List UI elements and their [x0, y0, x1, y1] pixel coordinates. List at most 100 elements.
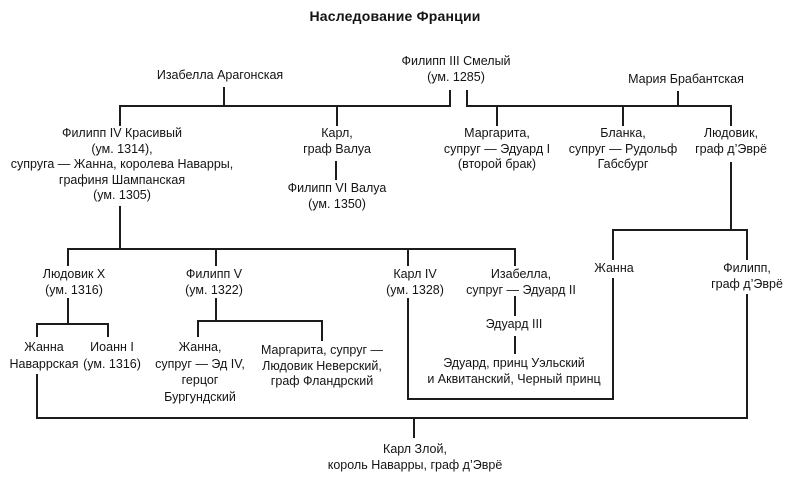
label-line: супруг — Эдуард II — [466, 282, 576, 297]
label-line: (ум. 1285) — [427, 70, 485, 84]
edge-margarita-drop — [496, 105, 498, 126]
label-line: граф д’Эврё — [711, 276, 783, 291]
node-philip-v: Филипп V(ум. 1322) — [185, 267, 243, 298]
label-line: (ум. 1350) — [308, 196, 366, 211]
edge-blanka-drop — [622, 105, 624, 126]
label-line: Карл Злой, — [383, 442, 447, 456]
label-line: Бланка, — [600, 126, 646, 140]
edge-karl4-down — [407, 298, 409, 400]
edge-evreux-children-bar — [612, 229, 748, 231]
label-line: Эдуард III — [485, 317, 543, 331]
edge-philip4-children-bar — [67, 248, 516, 250]
label-line: Изабелла Арагонская — [156, 68, 284, 82]
edge-karl-to-philip6 — [335, 161, 337, 180]
edge-zhanna-evreux-down — [612, 278, 614, 400]
edge-bar4a-drop-zhanna-nav — [36, 323, 38, 337]
edge-bar4a-drop-ioann — [107, 323, 109, 337]
edge-izabella-to-eduard3 — [514, 296, 516, 316]
node-philip-iv: Филипп IV Красивый(ум. 1314),супруга — Ж… — [11, 126, 234, 204]
label-line: Изабелла, — [490, 267, 552, 281]
edge-ludovik10-children-bar — [36, 323, 109, 325]
label-line: Людовик, — [703, 126, 759, 140]
edge-karl4-zhanna-marriage-bar — [407, 398, 614, 400]
label-line: Жанна, — [178, 340, 222, 354]
label-line: Маргарита, супруг — — [261, 343, 383, 357]
label-line: (ум. 1316) — [83, 356, 141, 371]
label-line: (ум. 1305) — [93, 188, 151, 202]
edge-bar3-drop-ludovik10 — [67, 248, 69, 266]
diagram-title: Наследование Франции — [309, 8, 481, 24]
node-philip-evreux: Филипп,граф д’Эврё — [711, 261, 783, 292]
label-line: супруга — Жанна, королева Наварры, — [10, 157, 234, 171]
label-line: (ум. 1316) — [45, 282, 103, 297]
node-karl-valois: Карл,граф Валуа — [303, 126, 371, 157]
label-line: супруг — Эдуард I — [443, 141, 551, 156]
edge-ludovik-evreux-drop — [730, 105, 732, 126]
label-line: герцог — [181, 373, 219, 387]
edge-bar3-drop-philip5 — [215, 248, 217, 266]
label-line: (ум. 1328) — [386, 282, 444, 297]
edge-bar4b-drop-zhanna-burg — [197, 320, 199, 337]
label-line: Филипп IV Красивый — [61, 126, 183, 140]
edge-philip3-right-drop — [466, 90, 468, 106]
label-line: Людовик Неверский, — [262, 358, 382, 373]
edge-karl-zloy-drop — [413, 417, 415, 438]
edge-evreux-drop-zhanna — [612, 229, 614, 260]
node-ioann-i: Иоанн I (ум. 1316) — [83, 339, 141, 372]
node-zhanna-evreux: Жанна — [594, 261, 633, 277]
node-margarita: Маргарита,супруг — Эдуард I(второй брак) — [444, 126, 550, 173]
edge-philip5-children-bar — [197, 320, 323, 322]
edge-bottom-marriage-bar — [36, 417, 748, 419]
edge-evreux-drop-philip — [746, 229, 748, 260]
node-philip-vi: Филипп VI Валуа(ум. 1350) — [288, 181, 387, 212]
node-karl-iv: Карл IV(ум. 1328) — [386, 267, 444, 298]
edge-bar3-drop-izabella — [514, 248, 516, 266]
label-line: Эдуард, принц Уэльский — [443, 356, 585, 370]
node-philip-iii: Филипп III Смелый(ум. 1285) — [401, 53, 510, 85]
label-line: Жанна — [24, 340, 64, 354]
node-karl-zloy: Карл Злой,король Наварры, граф д’Эврё — [328, 441, 503, 473]
edge-bar3-drop-karl4 — [407, 248, 409, 266]
edge-philip5-down — [215, 298, 217, 322]
label-line: Карл, — [321, 126, 353, 140]
label-line: Филипп V — [185, 267, 243, 281]
edge-bar4b-drop-margarita-fl — [321, 320, 323, 341]
label-line: Наваррская — [9, 356, 79, 371]
node-eduard-iii: Эдуард III — [486, 317, 543, 333]
label-line: Людовик X — [42, 267, 106, 281]
node-ludovik-x: Людовик X(ум. 1316) — [43, 267, 105, 298]
edge-ludovik10-down — [67, 298, 69, 325]
edge-eduard3-to-prince — [514, 336, 516, 354]
node-ludovik-evreux: Людовик,граф д’Эврё — [695, 126, 767, 157]
node-margarita-flandrskaya: Маргарита, супруг —Людовик Неверский,гра… — [261, 343, 383, 390]
label-line: Филипп, — [723, 261, 771, 275]
label-line: Бургундский — [164, 389, 236, 404]
node-izabella: Изабелла,супруг — Эдуард II — [466, 267, 576, 298]
edge-philip3-left-drop — [449, 90, 451, 106]
edge-izabella-aragon-drop — [223, 87, 225, 106]
label-line: и Аквитанский, Черный принц — [427, 371, 601, 386]
edge-ludovik-evreux-down — [730, 162, 732, 230]
edge-philip4-drop — [119, 105, 121, 126]
label-line: Филипп VI Валуа — [287, 181, 387, 195]
label-line: граф Фландрский — [270, 374, 374, 388]
edge-karl-valois-drop — [336, 105, 338, 126]
label-line: графиня Шампанская — [58, 172, 186, 187]
node-maria-brabantskaya: Мария Брабантская — [628, 72, 744, 88]
edge-maria-drop — [677, 91, 679, 106]
edge-philip-evreux-down — [746, 294, 748, 419]
edge-marriage1-bar — [119, 105, 451, 107]
label-line: Иоанн I — [90, 340, 134, 354]
label-line: (ум. 1314), — [91, 141, 153, 156]
edge-marriage2-bar — [466, 105, 732, 107]
node-izabella-aragonskaya: Изабелла Арагонская — [157, 68, 283, 84]
label-line: Жанна — [594, 261, 634, 275]
label-line: супруг — Рудольф — [568, 141, 678, 156]
label-line: граф д’Эврё — [695, 141, 767, 156]
label-line: граф Валуа — [303, 141, 371, 156]
